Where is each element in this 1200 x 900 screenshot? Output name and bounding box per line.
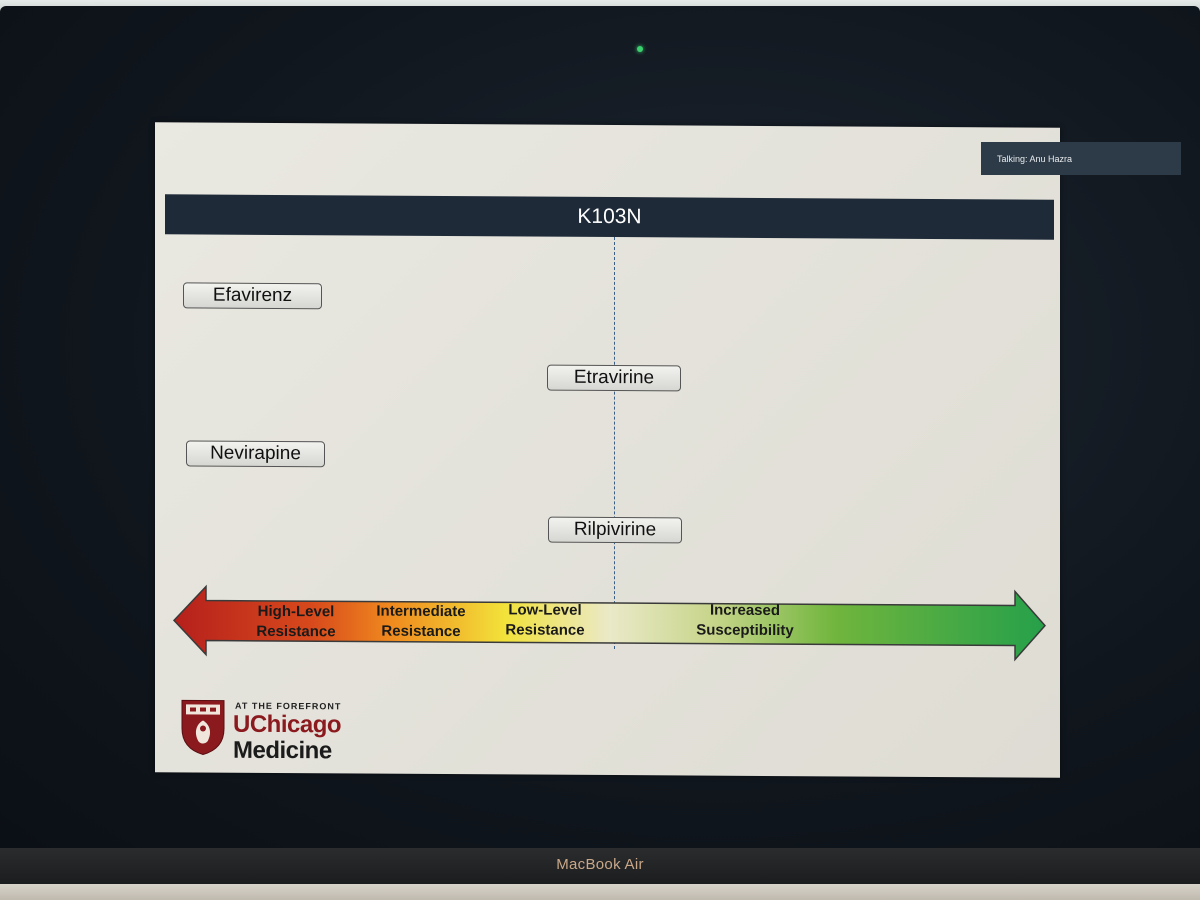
drug-label-nevirapine: Nevirapine xyxy=(186,440,325,468)
drug-label-efavirenz: Efavirenz xyxy=(183,282,322,310)
drug-label-etravirine: Etravirine xyxy=(547,364,681,392)
slide-title: K103N xyxy=(165,194,1054,240)
presentation-slide: K103N Efavirenz Etravirine Nevirapine Ri… xyxy=(155,122,1060,778)
laptop-base xyxy=(0,884,1200,900)
resistance-scale-arrow xyxy=(172,584,1047,662)
logo-medicine: Medicine xyxy=(233,736,332,765)
camera-indicator-icon xyxy=(637,46,643,52)
logo-uchicago: UChicago xyxy=(233,710,342,739)
talking-indicator: Talking: Anu Hazra xyxy=(981,142,1181,175)
laptop-bezel xyxy=(0,848,1200,888)
drug-label-rilpivirine: Rilpivirine xyxy=(548,516,682,544)
logo-tagline: AT THE FOREFRONT xyxy=(235,700,342,712)
device-brand-label: MacBook Air xyxy=(556,856,644,873)
uchicago-shield-icon xyxy=(181,699,225,756)
